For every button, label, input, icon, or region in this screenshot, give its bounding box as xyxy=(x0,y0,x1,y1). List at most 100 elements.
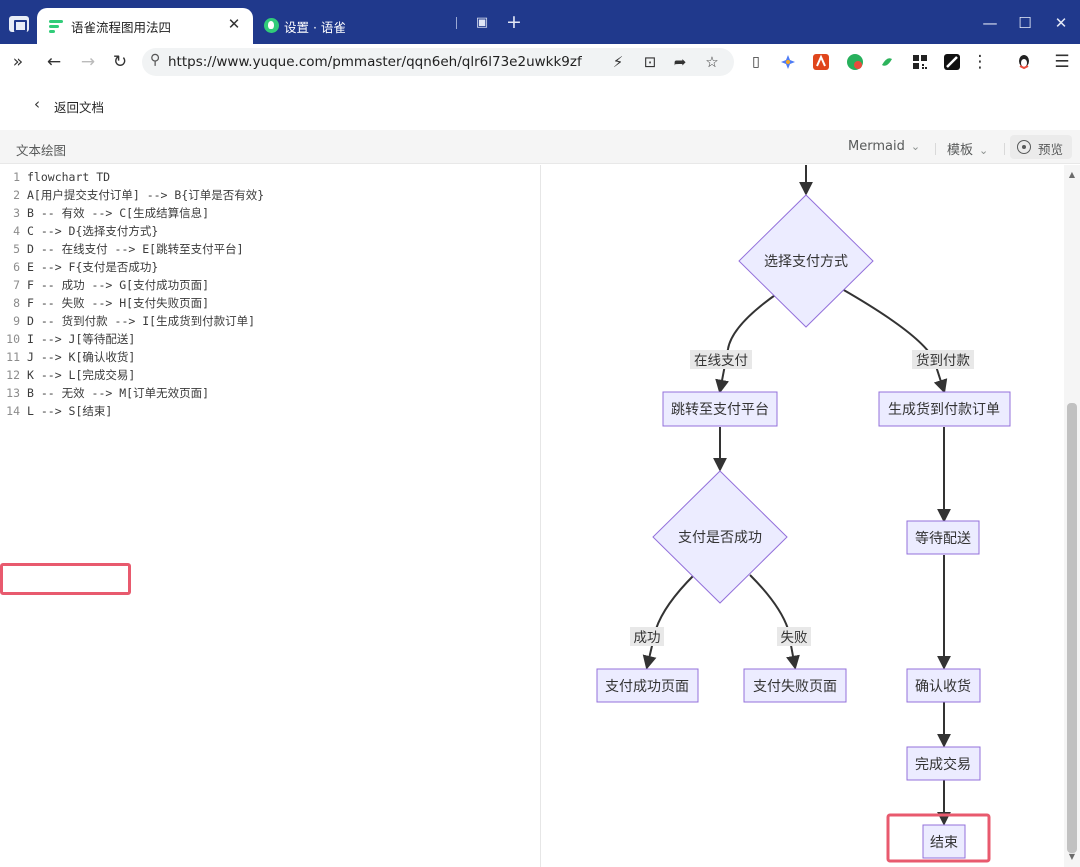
pdf-extension-icon[interactable] xyxy=(813,54,829,70)
edge-label-bg xyxy=(912,350,974,369)
scroll-up-icon[interactable]: ▲ xyxy=(1068,170,1076,179)
edge-label-online: 在线支付 xyxy=(694,353,748,369)
new-tab-button[interactable]: + xyxy=(506,11,522,33)
process-node-I xyxy=(878,391,1011,427)
flowchart-svg: 在线支付 货到付款 成功 失败 选择支付方式 跳转至支付平台 生成货到付款订单 … xyxy=(596,165,1011,863)
wechat-extension-icon[interactable] xyxy=(847,54,863,70)
scrollbar-thumb[interactable] xyxy=(1067,403,1077,853)
edge-D-I xyxy=(841,288,948,394)
node-label-K: 确认收货 xyxy=(915,678,971,695)
divider xyxy=(1004,143,1005,155)
url-text: https://www.yuque.com/pmmaster/qqn6eh/ql… xyxy=(168,54,582,70)
reader-mode-icon[interactable]: ⊡ xyxy=(643,53,657,71)
gemini-extension-icon[interactable] xyxy=(780,54,796,70)
edge-F-H xyxy=(749,574,800,670)
process-node-G xyxy=(596,668,699,703)
node-label-D: 选择支付方式 xyxy=(764,254,848,270)
node-label-L: 完成交易 xyxy=(915,756,971,773)
back-arrow-icon[interactable]: ← xyxy=(46,52,62,72)
preview-label: 预览 xyxy=(1038,142,1064,157)
divider xyxy=(935,143,936,155)
node-label-E: 跳转至支付平台 xyxy=(671,402,769,418)
process-node-H xyxy=(743,668,847,703)
close-icon[interactable]: ✕ xyxy=(227,15,241,33)
sidebar-toggle-icon[interactable]: » xyxy=(12,52,24,72)
chevron-down-icon: ⌄ xyxy=(979,144,989,157)
link-extension-icon[interactable] xyxy=(879,54,895,70)
highlight-box xyxy=(0,563,131,595)
menu-icon[interactable]: ☰ xyxy=(1054,52,1070,72)
tab-yuque-flowchart[interactable]: 语雀流程图用法四 ✕ xyxy=(37,8,253,44)
node-label-S: 结束 xyxy=(930,835,958,851)
edge-label-bg xyxy=(630,627,664,646)
tab-divider xyxy=(456,17,457,29)
node-label-H: 支付失败页面 xyxy=(753,679,837,695)
node-label-G: 支付成功页面 xyxy=(605,679,689,695)
more-vertical-icon[interactable]: ⋮ xyxy=(971,52,989,72)
qrcode-icon[interactable] xyxy=(912,54,928,70)
preview-scrollbar[interactable]: ▲ ▼ xyxy=(1064,165,1080,867)
window-close-icon[interactable]: ✕ xyxy=(1054,14,1068,32)
back-row: ‹ 返回文档 xyxy=(0,80,1080,130)
back-to-doc-link[interactable]: 返回文档 xyxy=(54,100,105,115)
diagram-preview: 在线支付 货到付款 成功 失败 选择支付方式 跳转至支付平台 生成货到付款订单 … xyxy=(542,165,1064,867)
decision-node-D xyxy=(738,194,874,328)
template-select[interactable]: 模板 ⌄ xyxy=(947,139,988,158)
window-menu-icon[interactable] xyxy=(9,16,29,32)
yuque-bird-icon xyxy=(264,18,279,33)
preview-icon xyxy=(1017,140,1031,154)
node-label-F: 支付是否成功 xyxy=(678,530,762,546)
qq-penguin-icon[interactable] xyxy=(1016,54,1032,70)
maximize-icon[interactable]: ☐ xyxy=(1018,14,1032,32)
chevron-left-icon[interactable]: ‹ xyxy=(34,95,40,113)
panel-title: 文本绘图 xyxy=(16,143,67,158)
tab-groups-icon[interactable]: ▣ xyxy=(475,15,489,30)
process-node-K xyxy=(906,668,981,703)
share-icon[interactable]: ➦ xyxy=(673,53,687,71)
template-select-label: 模板 xyxy=(947,143,974,158)
edge-label-fail: 失败 xyxy=(781,630,809,646)
yuque-logo-icon xyxy=(49,18,65,34)
forward-arrow-icon[interactable]: → xyxy=(80,52,96,72)
engine-select-label: Mermaid xyxy=(848,139,905,154)
edge-F-G xyxy=(642,574,695,670)
process-node-E xyxy=(662,391,778,427)
minimize-icon[interactable]: — xyxy=(982,14,998,32)
reload-icon[interactable]: ↻ xyxy=(112,52,128,72)
highlight-box xyxy=(886,813,991,863)
tablet-icon[interactable]: ▯ xyxy=(752,54,760,70)
engine-select[interactable]: Mermaid⌄ xyxy=(848,139,920,154)
edge-label-bg xyxy=(777,627,811,646)
edge-label-bg xyxy=(690,350,752,369)
preview-button[interactable]: 预览 xyxy=(1010,135,1072,159)
decision-node-F xyxy=(652,470,788,604)
process-node-J xyxy=(906,520,980,555)
address-bar[interactable]: ⚲ https://www.yuque.com/pmmaster/qqn6eh/… xyxy=(142,48,734,76)
tab-yuque-settings[interactable]: 设置 · 语雀 xyxy=(262,8,452,44)
pen-extension-icon[interactable] xyxy=(944,54,960,70)
scroll-down-icon[interactable]: ▼ xyxy=(1068,852,1076,861)
process-node-L xyxy=(906,746,981,781)
text-drawing-toolbar: 文本绘图 Mermaid⌄ 模板 ⌄ 预览 xyxy=(0,130,1080,164)
node-label-J: 等待配送 xyxy=(915,530,971,547)
bookmark-star-icon[interactable]: ☆ xyxy=(705,53,719,71)
search-icon: ⚲ xyxy=(150,52,161,68)
process-node-S xyxy=(922,824,966,859)
lightning-icon[interactable]: ⚡ xyxy=(612,53,624,71)
tab-title: 设置 · 语雀 xyxy=(284,20,346,35)
tab-strip: 语雀流程图用法四 ✕ 设置 · 语雀 ▣ + — ☐ ✕ xyxy=(0,0,1080,44)
edge-label-cod: 货到付款 xyxy=(916,352,970,369)
